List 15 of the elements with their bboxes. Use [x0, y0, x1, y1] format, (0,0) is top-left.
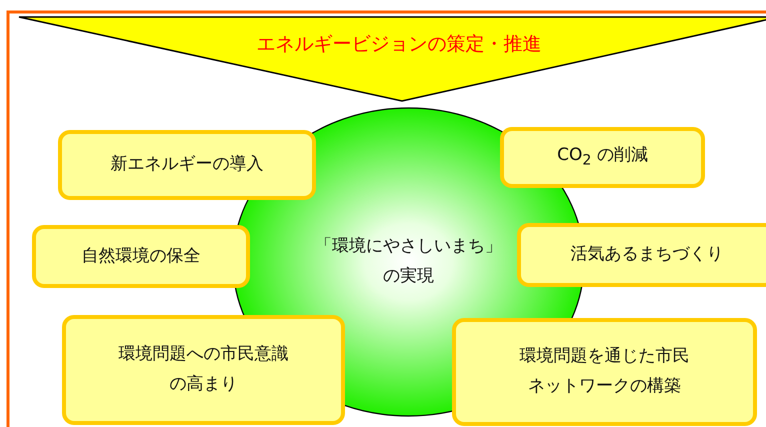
node-label: 新エネルギーの導入 — [110, 153, 264, 176]
theme-card — [500, 127, 705, 188]
theme-card — [32, 225, 250, 288]
banner-triangle — [19, 16, 766, 102]
banner-title: エネルギービジョンの策定・推進 — [256, 32, 542, 58]
theme-card — [452, 318, 757, 426]
node-label: 自然環境の保全 — [82, 244, 200, 268]
theme-card — [58, 130, 316, 200]
theme-card — [62, 315, 345, 425]
node-label: 環境問題を通じた市民ネットワークの構築 — [518, 345, 690, 398]
theme-card — [517, 223, 766, 287]
node-label: CO$_{2}$ の削減 — [557, 144, 648, 171]
node-label: 「環境にやさしいまち」の実現 — [314, 235, 503, 288]
node-label: 環境問題への市民意識の高まり — [118, 343, 290, 396]
node-label: 活気あるまちづくり — [570, 243, 724, 266]
